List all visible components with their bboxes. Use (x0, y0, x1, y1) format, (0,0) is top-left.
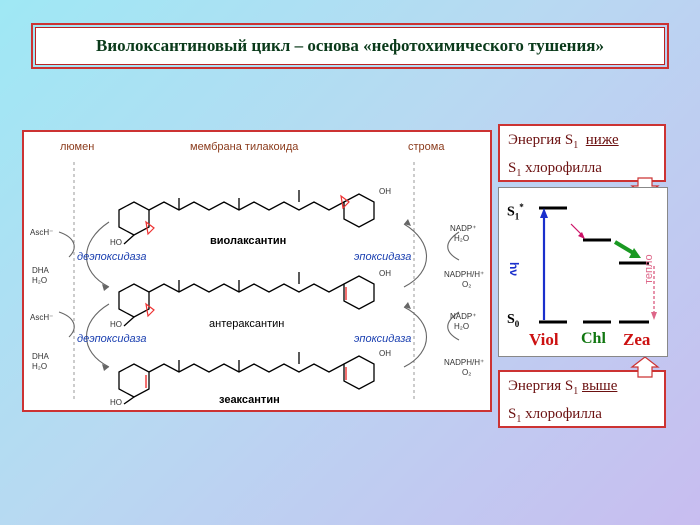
zeaxanthin-label: зеаксантин (219, 394, 280, 406)
energy-higher-line1: Энергия S1 выше (508, 378, 618, 397)
s0-label: S0 (507, 312, 520, 329)
epoxide-marker-2 (145, 302, 155, 318)
ho-label-1: HO (110, 238, 122, 247)
energy-lower-line1: Энергия S1 ниже (508, 132, 619, 151)
energy-higher-keyword: выше (582, 378, 618, 394)
xanthophyll-cycle-scheme: люмен мембрана тилакоида строма виолакса… (22, 130, 492, 412)
absorption-arrowhead (540, 208, 548, 218)
violaxanthin-label: виолаксантин (210, 235, 287, 247)
transfer-arrowhead-1 (578, 232, 585, 239)
epoxidase-label-2: эпоксидаза (354, 333, 412, 345)
membrane-label: мембрана тилакоида (190, 141, 299, 153)
energy-lower-keyword: ниже (585, 132, 619, 148)
o2-label-1: O₂ (462, 280, 472, 289)
energy-higher-line2: S1 хлорофилла (508, 406, 602, 425)
lumen-label: люмен (60, 141, 95, 153)
title-box: Виолоксантиновый цикл – основа «нефотохи… (31, 23, 669, 69)
energy-lower-line2: S1 хлорофилла (508, 160, 602, 179)
s1-label: S1* (507, 202, 524, 222)
chl-label: Chl (581, 330, 606, 347)
ho-label-2: HO (110, 320, 122, 329)
transfer-arrow-chl-zea (613, 240, 637, 256)
oh-label-1: OH (379, 187, 391, 196)
h2o-label-1: H₂O (32, 276, 48, 285)
hv-label: hν (507, 262, 521, 277)
deepoxidase-label-1: деэпоксидаза (77, 251, 147, 263)
zea-label: Zea (623, 330, 651, 349)
h2o-label-4: H₂O (454, 322, 470, 331)
stroma-label: строма (408, 141, 445, 153)
asch-label-2: AscH⁻ (30, 313, 54, 322)
violaxanthin-structure (118, 190, 375, 245)
nadp-label-2: NADP⁺ (450, 312, 477, 321)
energy-level-diagram: S1* S0 hν тепло Viol Chl Zea (498, 187, 668, 357)
nadph-label-2: NADPH/H⁺ (444, 358, 485, 367)
heat-label: тепло (643, 254, 655, 284)
antheraxanthin-label: антераксантин (209, 318, 285, 330)
h2o-label-3: H₂O (454, 234, 470, 243)
epoxidase-label-1: эпоксидаза (354, 251, 412, 263)
arrowheads (102, 219, 411, 371)
energy-lower-box: Энергия S1 ниже S1 хлорофилла (498, 124, 666, 182)
zeaxanthin-structure (118, 352, 375, 405)
oh-label-2: OH (379, 269, 391, 278)
nadph-label-1: NADPH/H⁺ (444, 270, 485, 279)
scheme-drawing (58, 162, 460, 405)
energy-higher-box: Энергия S1 выше S1 хлорофилла (498, 370, 666, 428)
ho-label-3: HO (110, 398, 122, 407)
page-title: Виолоксантиновый цикл – основа «нефотохи… (96, 36, 604, 55)
asch-label-1: AscH⁻ (30, 228, 54, 237)
nadp-label-1: NADP⁺ (450, 224, 477, 233)
oh-label-3: OH (379, 349, 391, 358)
energy-levels-drawing (539, 206, 657, 324)
deepoxidase-label-2: деэпоксидаза (77, 333, 147, 345)
heat-arrowhead (651, 312, 657, 320)
antheraxanthin-structure (118, 272, 375, 327)
dha-label-2: DHA (32, 352, 49, 361)
cycle-arrows (58, 221, 460, 368)
dha-label-1: DHA (32, 266, 49, 275)
epoxide-markers-1 (145, 194, 350, 236)
transfer-arrowhead-2 (629, 248, 641, 258)
viol-label: Viol (529, 330, 559, 349)
o2-label-2: O₂ (462, 368, 472, 377)
h2o-label-2: H₂O (32, 362, 48, 371)
